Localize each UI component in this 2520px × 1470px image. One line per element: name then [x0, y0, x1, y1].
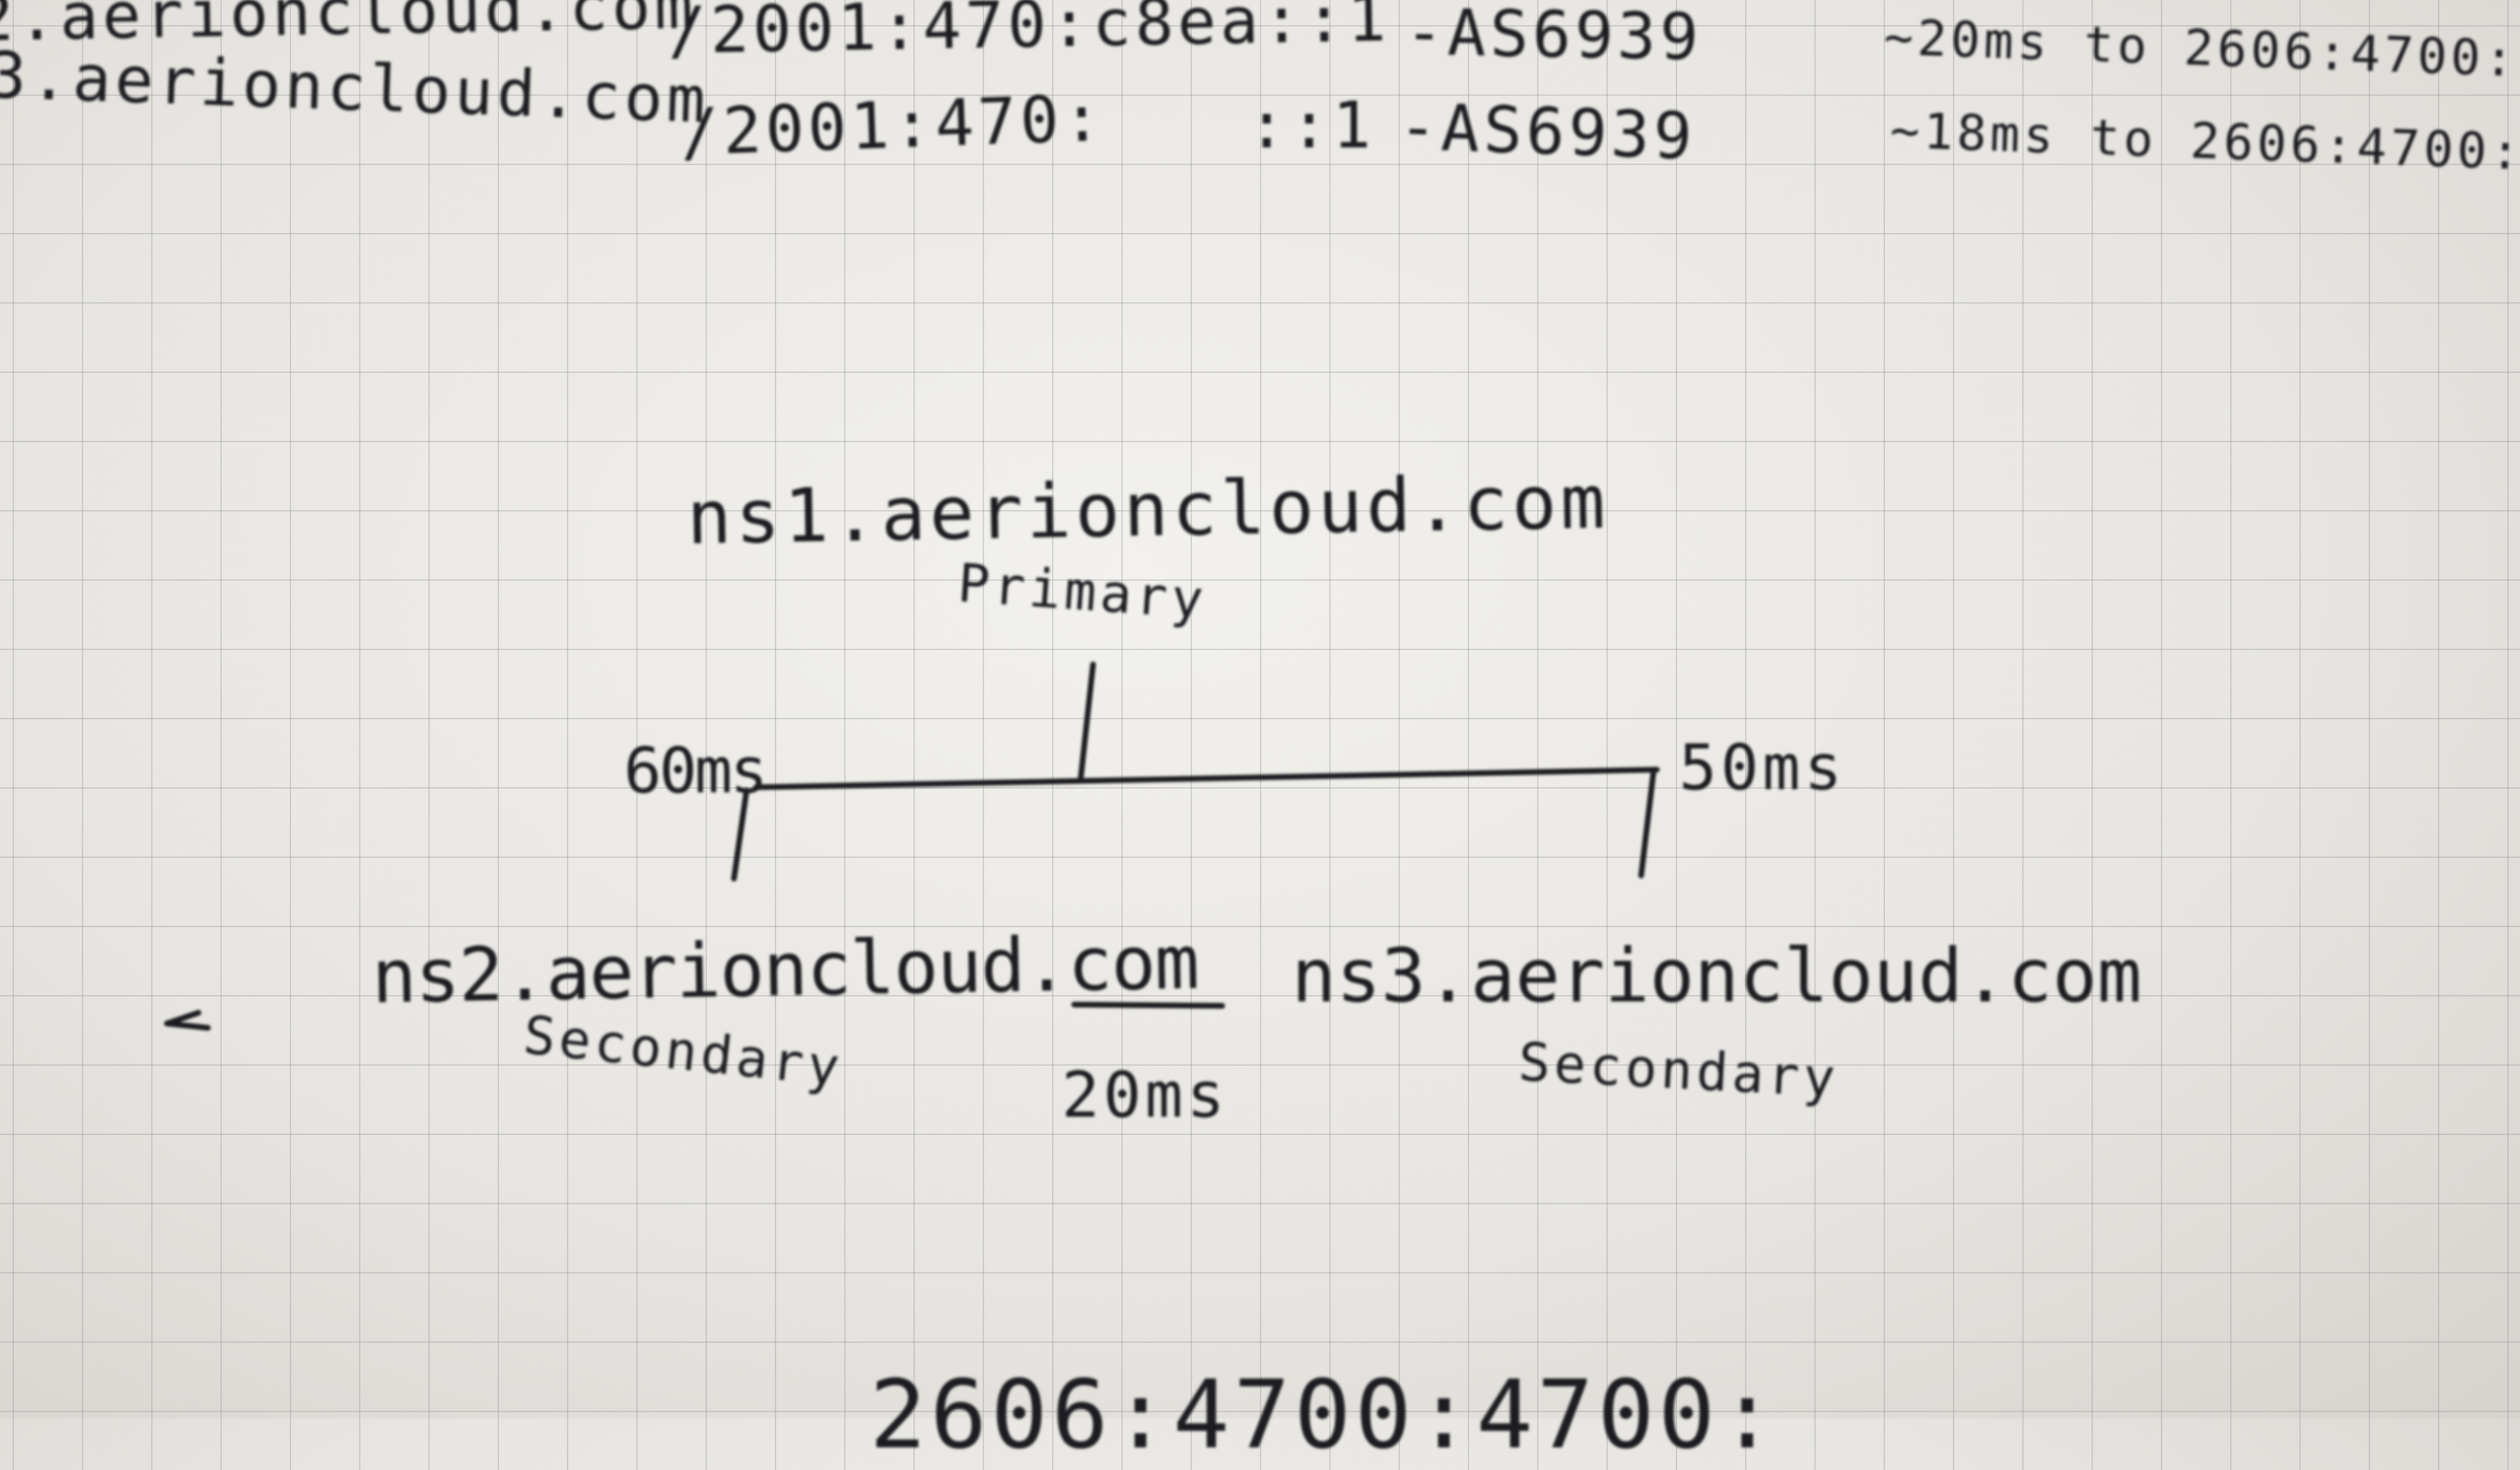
latency-label-ns1-ns3: 50ms: [1679, 731, 1846, 804]
latency-label-ns1-ns2: 60ms: [624, 734, 768, 807]
margin-arrow-line-2: [164, 1020, 211, 1031]
ns2-ns3-link-line: [1071, 1001, 1225, 1009]
topology-lines: [164, 661, 1660, 1031]
latency-label-ns2-ns3: 20ms: [1062, 1058, 1228, 1132]
secondary-right-node-name: ns3.aerioncloud.com: [1292, 932, 2142, 1019]
ns2-drop-line: [731, 787, 750, 882]
horizontal-link-line: [753, 766, 1660, 790]
secondary-left-node-name: ns2.aerioncloud.com: [370, 918, 1199, 1020]
note-bottom-partial: 2606:4700:4700:: [869, 1360, 1780, 1470]
primary-node-name: ns1.aerioncloud.com: [685, 458, 1610, 561]
note-line-2-address-suffix: ::1: [1247, 88, 1375, 163]
primary-stem-line: [1077, 661, 1096, 784]
ns3-drop-line: [1638, 766, 1657, 879]
